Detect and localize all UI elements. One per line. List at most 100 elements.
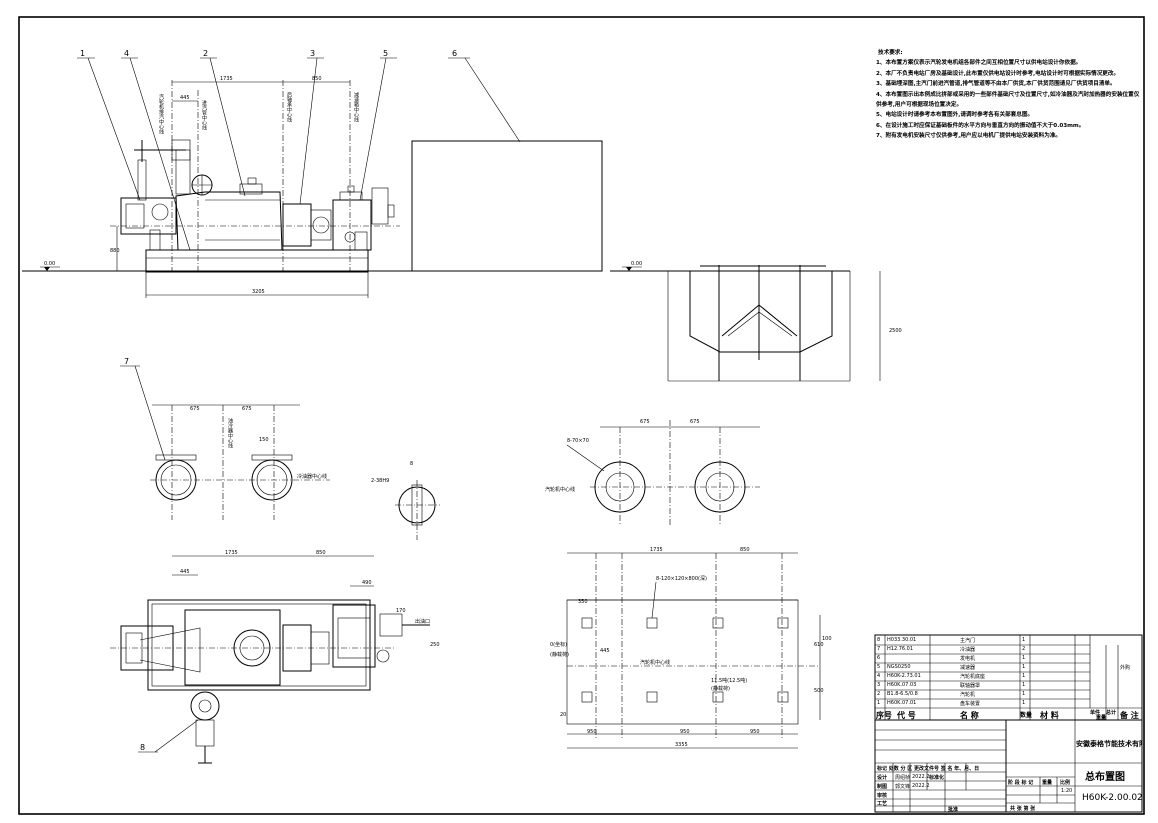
generator-outline xyxy=(411,140,603,272)
bom-header-weight: 重量 xyxy=(1096,715,1107,721)
plan-gearbox xyxy=(332,604,376,668)
bom-name: 联轴器罩 xyxy=(960,683,981,689)
turbine-centerline-label-small: 汽轮机中心线 xyxy=(545,486,575,493)
bom-header-code: 代 号 xyxy=(897,711,916,720)
bom-header-remark: 备 注 xyxy=(1120,711,1139,720)
approve-label: 批准 xyxy=(948,807,959,813)
scale-label: 比例 xyxy=(1060,780,1071,786)
draw-label: 制图 xyxy=(877,784,888,790)
dim-950-b: 950 xyxy=(680,729,690,735)
note-item: 5、电站设计时请参考本布置图外,请调时参考各有关部套总图。 xyxy=(876,112,1034,119)
dim-950-c: 950 xyxy=(750,729,760,735)
vertical-label-gearbox: 减速箱中心线 xyxy=(353,91,359,122)
technical-notes: 技术要求: 1、本布置方案仅表示汽轮发电机组各部件之间互相位置尺寸以供电站设计你… xyxy=(876,48,1142,142)
turbine-centerline-label: 汽轮机中心线 xyxy=(640,659,670,666)
bom-code: NGS0250 xyxy=(887,664,911,670)
note-item: 1、本布置方案仅表示汽轮发电机组各部件之间互相位置尺寸以供电站设计你依据。 xyxy=(876,60,1082,67)
company-name: 安徽泰格节能技术有限公司 xyxy=(1076,740,1142,748)
dim-850-foundation: 850 xyxy=(740,547,750,553)
side-elevation-view: 0.00 xyxy=(22,76,603,298)
design-date: 2022.2 xyxy=(912,774,930,780)
dim-490-plan: 490 xyxy=(362,580,372,586)
bom-no: 4 xyxy=(877,673,881,679)
note-item: 4、本布置图示出本例成比拼部或采用的一些部件基础尺寸及位置尺寸,如冷油器及汽封加… xyxy=(876,91,1140,109)
elevation-symbol xyxy=(44,267,50,271)
revision-headers: 标记 处数 分 区 更改文件号 签 名 年、月、日 xyxy=(877,766,980,772)
dim-100: 100 xyxy=(822,636,832,642)
main-steam-valve xyxy=(190,691,220,721)
drawing-title: 总布置图 xyxy=(1085,772,1125,783)
bom-qty: 1 xyxy=(1022,655,1026,661)
bom-name: 汽轮机 xyxy=(960,692,976,698)
bom-qty: 2 xyxy=(1022,646,1026,652)
dim-675-gen-a: 675 xyxy=(640,419,650,425)
oil-outlet-label: 出油口 xyxy=(415,618,430,625)
bom-no: 3 xyxy=(877,682,881,688)
elevation-label-2: 0.00 xyxy=(631,261,642,267)
bom-header-material: 材 料 xyxy=(1040,711,1059,720)
note-item: 7、附有发电机安装尺寸仅供参考,用户应以电机厂提供电站安装资料为准。 xyxy=(876,133,1062,140)
bom-header-qty: 数量 xyxy=(1020,712,1033,719)
dim-445-top: 445 xyxy=(180,95,190,101)
bom-name: 减速器 xyxy=(960,665,976,671)
stage-label: 阶 段 标 记 xyxy=(1008,780,1034,786)
standard-label: 标准化 xyxy=(929,775,945,781)
bom-qty: 1 xyxy=(1022,691,1026,697)
check-label: 审核 xyxy=(877,793,888,799)
design-name: 周绍桢 xyxy=(895,775,911,781)
plan-turbine-casing xyxy=(184,609,281,686)
dim-880: 880 xyxy=(110,248,120,254)
process-label: 工艺 xyxy=(877,801,888,807)
balloon-5: 5 xyxy=(383,49,388,58)
dim-675-gen-b: 675 xyxy=(690,419,700,425)
bom-qty: 1 xyxy=(1022,664,1026,670)
weight-label: 重量 xyxy=(1042,780,1053,786)
keyway-label: 2-38H9 xyxy=(371,478,389,484)
coupling-guard xyxy=(282,203,312,247)
part-balloons: 1 4 2 3 5 6 7 8 xyxy=(77,49,521,753)
bom-qty: 1 xyxy=(1022,673,1026,679)
dim-850-top: 850 xyxy=(312,76,322,82)
dim-1735-top: 1735 xyxy=(220,76,233,82)
balloon-1: 1 xyxy=(80,49,85,58)
dim-950-a: 950 xyxy=(587,729,597,735)
sheet-count: 共 张 第 张 xyxy=(1010,806,1036,812)
vertical-label-rear-bearing: 后轴承中心线 xyxy=(286,91,292,122)
bom-no: 2 xyxy=(877,691,881,697)
dim-150-cooler: 150 xyxy=(259,437,269,443)
anchor-holes-label: 8-120×120×800(深) xyxy=(656,575,707,582)
gearbox xyxy=(332,199,372,251)
turbine-base xyxy=(145,249,369,273)
draw-name: 郭文锋 xyxy=(895,784,911,790)
dim-445-plan: 445 xyxy=(180,569,190,575)
dim-675-cooler-b: 675 xyxy=(242,406,252,412)
cooler-centerline-label: 冷油器中心线 xyxy=(297,473,327,480)
bolt-holes-label: 8-70×70 xyxy=(567,438,589,444)
notes-title: 技术要求: xyxy=(878,50,903,56)
bom-header-no: 序号 xyxy=(876,711,892,720)
oil-cooler-plan: 675 675 150 冷油器中心线 油冷器中心线 xyxy=(150,404,330,520)
elev-left-label-2: (静载荷) xyxy=(550,651,569,658)
turbine-casing xyxy=(175,191,283,251)
bom-code: H033.30.01 xyxy=(887,637,917,643)
dim-350: 350 xyxy=(578,599,588,605)
generator-bolt-plan: 675 675 8-70×70 汽轮机中心线 xyxy=(545,419,760,525)
balloon-3: 3 xyxy=(310,49,315,58)
scale-value: 1:20 xyxy=(1061,788,1073,794)
vertical-label-exhaust: 汽轮机排汽中心线 xyxy=(158,93,164,134)
dim-1735-foundation: 1735 xyxy=(650,547,663,553)
bom-header-total: 总计 xyxy=(1106,710,1117,716)
elev-left-label: 0(坐标) xyxy=(550,641,567,648)
drawing-border xyxy=(18,16,1145,815)
bom-code: H12.76.01 xyxy=(887,646,914,652)
bom-qty: 1 xyxy=(1022,700,1026,706)
shaft-key-section: 2-38H9 8 xyxy=(371,461,440,540)
dim-610: 610 xyxy=(814,642,824,648)
balloon-2: 2 xyxy=(203,49,208,58)
bom-no: 6 xyxy=(877,655,881,661)
bom-header-name: 名 称 xyxy=(960,711,979,720)
dim-445-foundation: 445 xyxy=(600,648,610,654)
dim-170-plan: 170 xyxy=(396,608,406,614)
bom-qty: 1 xyxy=(1022,637,1026,643)
